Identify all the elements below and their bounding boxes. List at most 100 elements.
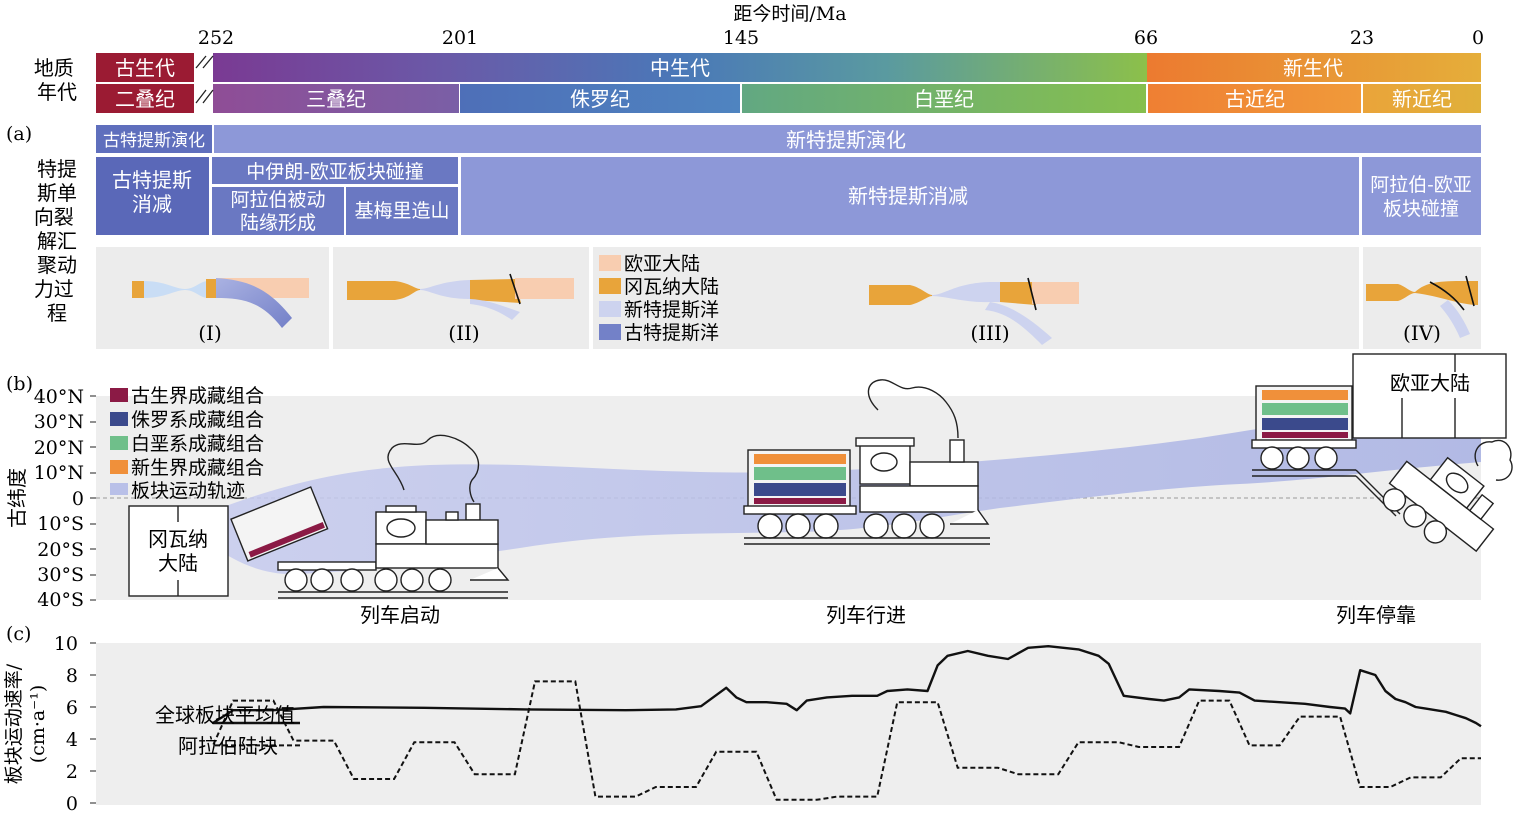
neo-subduction-label: 新特提斯消减 — [848, 184, 968, 208]
cargo3-layer-paleozoic — [1262, 432, 1348, 438]
lat-tick-30N: 30°N — [34, 411, 84, 433]
series-global-label: 全球板块平均值 — [155, 703, 295, 727]
period-label-neogene: 新近纪 — [1392, 87, 1452, 111]
neo-tethys-evolution-label: 新特提斯演化 — [786, 128, 906, 152]
period-cretaceous — [742, 84, 1146, 113]
tick-label-66: 66 — [1134, 27, 1158, 49]
legend-paleo-tethys-swatch — [599, 324, 621, 340]
train-start — [230, 434, 510, 599]
tilted-cargo-box — [230, 486, 329, 562]
cargo3-layer-cretaceous — [1262, 403, 1348, 415]
series-arabia-label: 阿拉伯陆块 — [178, 734, 278, 758]
stage-IV-sketch: (IV) — [1366, 275, 1478, 345]
panel-b-yticks: 40°N 30°N 20°N 10°N 0 10°S 20°S 30°S 40°… — [34, 386, 84, 611]
train-moving — [743, 379, 990, 545]
period-bar: 二叠纪 三叠纪 侏罗纪 白垩纪 古近纪 新近纪 — [96, 84, 1481, 113]
legend-trail-swatch — [110, 483, 128, 495]
time-axis-ticks: 252 201 145 66 23 0 — [198, 27, 1484, 49]
period-jurassic — [460, 84, 740, 113]
lat-tick-40N: 40°N — [34, 386, 84, 408]
period-label-paleogene: 古近纪 — [1225, 87, 1285, 111]
arabia-margin-box — [212, 187, 344, 235]
cimmerian-label: 基梅里造山 — [354, 200, 449, 222]
paleo-tethys-evolution-box — [96, 125, 212, 153]
panel-a-legend: 欧亚大陆 冈瓦纳大陆 新特提斯洋 古特提斯洋 — [599, 253, 719, 344]
panel-c-ylabel: 板块运动速率/(cm·a⁻¹) — [3, 663, 49, 784]
legend-gondwana-swatch — [599, 278, 621, 294]
panel-c-plot-area — [96, 643, 1481, 805]
era-paleozoic — [96, 53, 194, 82]
legend-paleozoic-label: 古生界成藏组合 — [131, 385, 264, 407]
legend-neo-tethys-label: 新特提斯洋 — [624, 299, 719, 321]
iran-collision-label: 中伊朗-欧亚板块碰撞 — [246, 161, 423, 183]
arabia-collision-label: 阿拉伯-欧亚板块碰撞 — [1370, 174, 1471, 220]
rate-tick-6: 6 — [66, 697, 78, 719]
rate-tick-2: 2 — [66, 761, 78, 783]
iran-collision-box — [212, 157, 458, 184]
neo-subduction-box — [461, 157, 1359, 235]
era-label-mesozoic: 中生代 — [650, 56, 710, 80]
caption-train-moving: 列车行进 — [826, 603, 906, 627]
period-label-cretaceous: 白垩纪 — [914, 87, 974, 111]
period-triassic — [213, 84, 459, 113]
panel-c-tag: (c) — [6, 623, 31, 645]
cargo-layer-paleozoic — [754, 498, 846, 504]
tick-label-252: 252 — [198, 27, 234, 49]
rate-tick-10: 10 — [54, 633, 78, 655]
events-row: 古特提斯消减 中伊朗-欧亚板块碰撞 阿拉伯被动陆缘形成 基梅里造山 新特提斯消减… — [96, 157, 1481, 235]
gondwana-label: 冈瓦纳大陆 — [148, 527, 208, 575]
series-global-average-line — [211, 645, 1482, 728]
lat-tick-10S: 10°S — [37, 513, 84, 535]
paleo-subduction-label: 古特提斯消减 — [112, 168, 192, 216]
eurasia-station: 欧亚大陆 — [1352, 353, 1507, 439]
gondwana-station: 冈瓦纳大陆 — [128, 505, 229, 597]
legend-paleo-tethys-label: 古特提斯洋 — [624, 322, 719, 344]
stage-panels: (I) (II) (III) (IV — [96, 247, 1481, 349]
period-label-jurassic: 侏罗纪 — [570, 87, 630, 111]
eurasia-label: 欧亚大陆 — [1390, 371, 1470, 395]
period-neogene — [1363, 84, 1481, 113]
panel-a-row-label: 特提斯单向裂 解汇聚动力过 程 — [34, 157, 80, 325]
period-label-triassic: 三叠纪 — [306, 87, 366, 111]
cargo-layer-jurassic — [754, 483, 846, 496]
legend-jurassic-label: 侏罗系成藏组合 — [131, 409, 264, 431]
rate-tick-4: 4 — [66, 729, 78, 751]
axis-break-mark — [195, 55, 214, 104]
stage-II-sketch: (II) — [347, 273, 574, 345]
cargo3-layer-jurassic — [1262, 418, 1348, 430]
era-bar: 古生代 中生代 新生代 — [96, 53, 1481, 82]
cargo-layer-cenozoic — [754, 454, 846, 464]
stage-I-label: (I) — [198, 321, 222, 345]
panel-b-tick-marks — [90, 395, 96, 601]
legend-cretaceous-swatch — [110, 436, 128, 450]
legend-gondwana-label: 冈瓦纳大陆 — [624, 276, 719, 298]
series-arabia-line — [211, 680, 1481, 801]
arabia-collision-box — [1362, 157, 1481, 235]
cargo3-layer-cenozoic — [1262, 390, 1348, 400]
evolution-row: 古特提斯演化 新特提斯演化 — [96, 125, 1481, 153]
stage-II-label: (II) — [448, 321, 479, 345]
time-axis-title: 距今时间/Ma — [733, 3, 846, 25]
era-label-cenozoic: 新生代 — [1283, 56, 1343, 80]
caption-train-start: 列车启动 — [360, 603, 440, 627]
tick-label-23: 23 — [1350, 27, 1374, 49]
legend-trail-label: 板块运动轨迹 — [131, 480, 245, 502]
era-cenozoic — [1147, 53, 1481, 82]
lat-tick-30S: 30°S — [37, 564, 84, 586]
lat-tick-20N: 20°N — [34, 437, 84, 459]
period-permian — [96, 84, 194, 113]
panel-b-legend: 古生界成藏组合 侏罗系成藏组合 白垩系成藏组合 新生界成藏组合 板块运动轨迹 — [110, 385, 264, 502]
geo-row-label-2: 年代 — [37, 80, 77, 104]
period-paleogene — [1148, 84, 1361, 113]
geo-row-label-1: 地质 — [34, 56, 74, 80]
train-arrived — [1251, 385, 1513, 553]
panel-c-yticks: 10 8 6 4 2 0 — [54, 633, 78, 815]
tick-label-145: 145 — [723, 27, 759, 49]
era-label-paleozoic: 古生代 — [115, 56, 175, 80]
paleo-subduction-box — [96, 157, 209, 235]
period-label-permian: 二叠纪 — [115, 87, 175, 111]
neo-tethys-evolution-box — [214, 125, 1481, 153]
legend-paleozoic-swatch — [110, 388, 128, 402]
lat-tick-0: 0 — [72, 488, 84, 510]
